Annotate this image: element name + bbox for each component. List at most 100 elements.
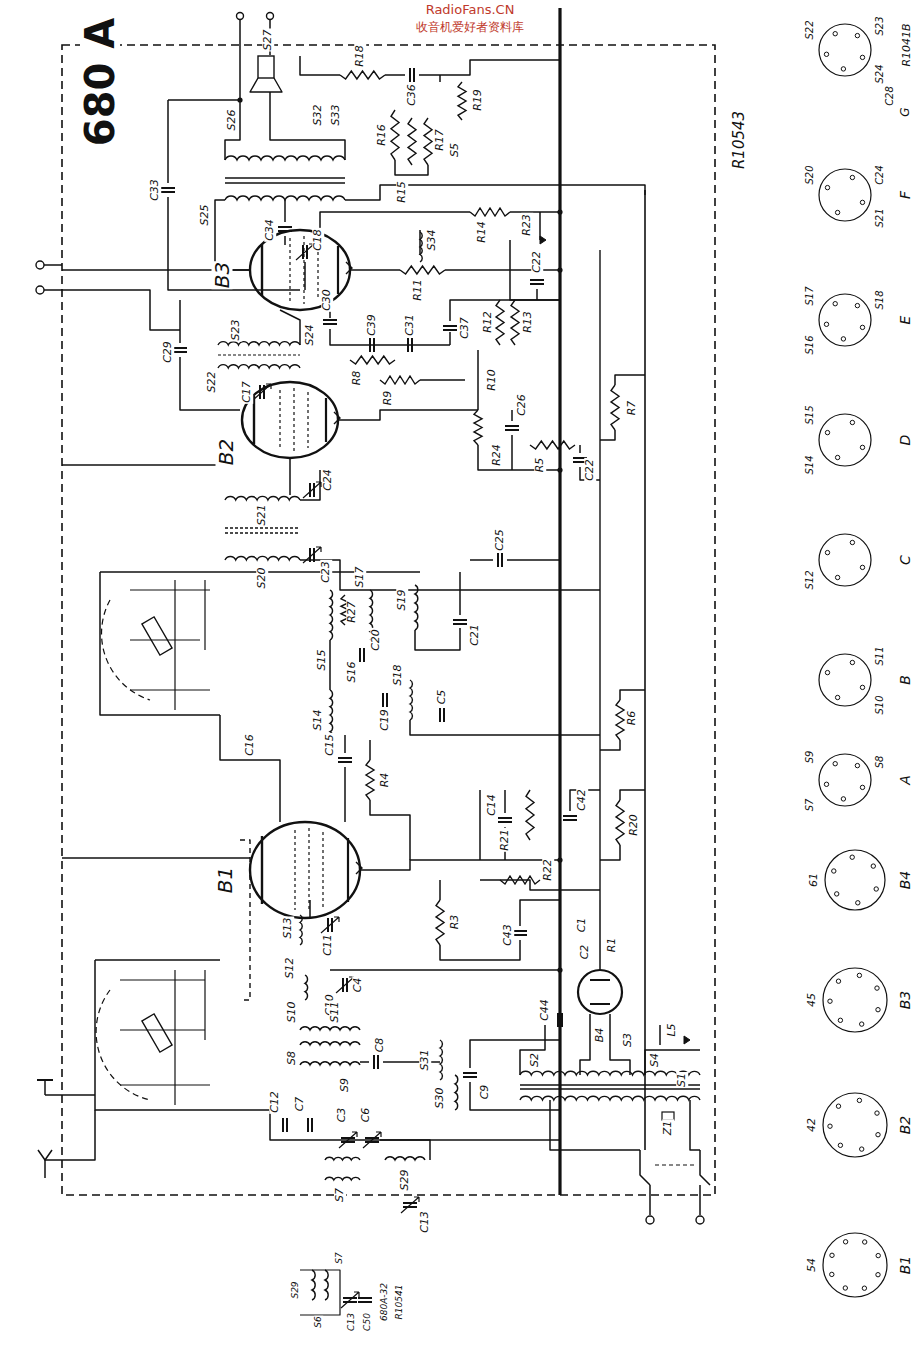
capacitor-symbol [370,338,374,352]
wire [479,790,481,860]
part-label: S24 [875,63,886,84]
circle-outline [823,1233,887,1297]
resistor-symbol [366,760,374,800]
wire [289,238,290,302]
base-pin [871,864,875,868]
circle-outline [819,24,871,76]
part-label: S17 [354,566,366,589]
capacitor-symbol [338,758,352,762]
wire [659,1025,661,1045]
watermark: 收音机爱好者资料库 [415,21,525,34]
wire [204,970,205,1040]
base-pin [824,52,828,56]
part-label: R1 [606,937,618,954]
part-label: F [898,190,913,200]
wire [383,1061,440,1063]
arrow-mark [684,1036,690,1044]
part-label: C8 [374,1037,386,1054]
wire [174,970,175,1105]
resistor-symbol [616,700,624,740]
wire [600,845,620,860]
base-pin [860,1022,864,1026]
base-pin [860,325,864,329]
coil-symbol [520,1096,700,1100]
capacitor-symbol [283,1118,287,1132]
part-label: S16 [346,661,358,684]
wire [330,969,560,971]
capacitor-symbol [308,1118,312,1132]
wire [536,289,538,300]
part-label: R15 [396,180,408,204]
base-pin [830,1253,834,1257]
coil-symbol [440,1040,442,1080]
circle-outline [267,13,274,20]
wire [100,572,220,715]
wire [419,60,560,75]
base-pin [825,430,829,434]
wire [470,559,493,561]
base-pin [876,1008,880,1012]
part-label: R5 [534,457,546,474]
wire [279,390,280,450]
capacitor-symbol [383,693,387,707]
wire [337,246,339,294]
wire [62,857,250,858]
wire [599,250,600,900]
chassis-outline [62,45,715,1195]
coil-symbol [325,1157,360,1160]
part-label: S4 [649,1052,661,1068]
wire [480,880,600,890]
base-pin [876,1273,880,1277]
wire [168,197,300,290]
resistor-symbol [530,441,575,449]
part-label: S21 [256,504,268,527]
part-label: R10541 [395,1284,404,1321]
part-label: 680A-32 [380,1282,389,1322]
base-pin [863,1240,867,1244]
circle-outline [819,754,871,806]
variable-capacitor-arrow [363,1132,381,1148]
part-label: R11 [412,278,424,302]
base-pin [833,762,837,766]
base-pin [850,420,854,424]
wire [300,56,340,75]
part-label: S6 [314,1315,323,1328]
part-label: C24 [322,468,334,492]
part-label: B3 [212,261,233,289]
part-label: R3 [449,914,461,931]
wire [520,1025,545,1075]
wire [304,262,306,290]
coil-symbol [325,1177,360,1180]
capacitor-symbol [498,818,512,822]
wire [420,379,465,381]
wire [620,790,645,800]
wire [95,960,220,1110]
part-label: S30 [434,1087,446,1110]
wire [385,74,405,76]
resistor-symbol [380,376,420,384]
coil-symbol [312,1270,315,1300]
part-label: C21 [469,623,481,647]
base-pin [860,1147,864,1151]
base-pin [825,550,829,554]
wire [240,840,250,1000]
coil-symbol [455,1075,458,1110]
part-label: R9 [382,390,394,407]
part-label: C3 [336,1107,348,1124]
wire [322,832,323,908]
part-label: C19 [379,708,391,732]
wire [325,398,327,442]
part-label: S12 [805,569,816,590]
coil-symbol [300,1027,360,1030]
part-label: R12 [482,310,494,334]
part-label: B4 [594,1027,606,1044]
base-pin [850,540,854,544]
base-pin [876,1133,880,1137]
part-label: R1041B [901,22,913,67]
part-label: C14 [486,793,498,817]
wire [225,20,240,160]
resistor-symbol [408,118,416,165]
wire [344,767,346,822]
capacitor-symbol [453,620,467,624]
part-label: S10 [286,1001,298,1024]
